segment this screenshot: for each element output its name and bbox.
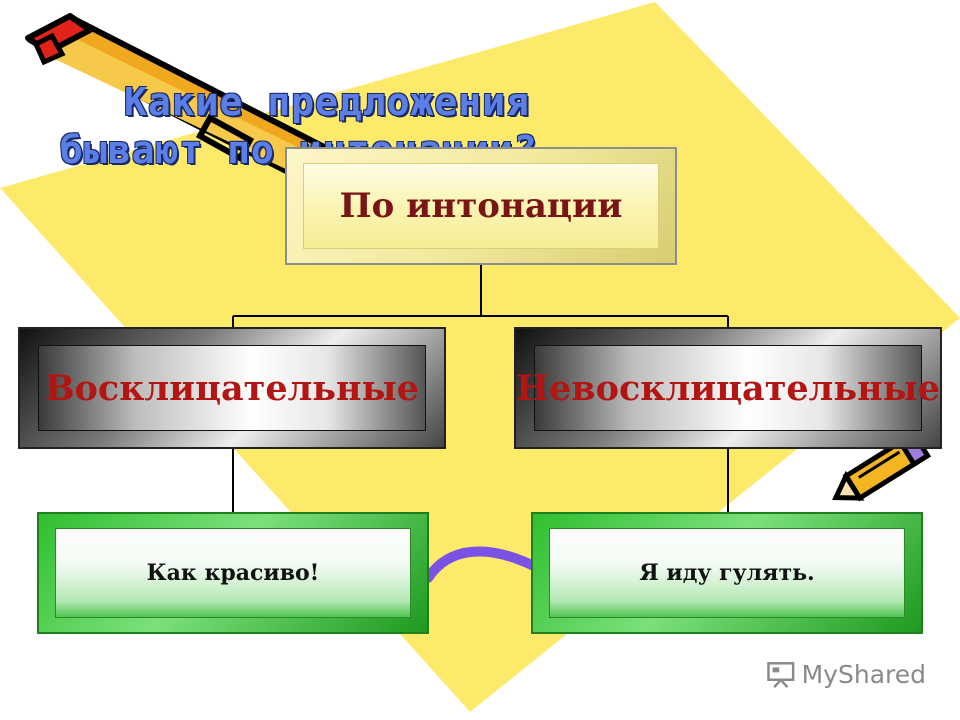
category-node-exclamatory: Восклицательные: [18, 327, 446, 449]
category-node-exclamatory-label: Восклицательные: [44, 367, 420, 409]
category-node-non-exclamatory: Невосклицательные: [514, 327, 942, 449]
example-node-exclamatory-face: [55, 528, 411, 618]
watermark-text: MyShared: [801, 659, 926, 689]
root-node: По интонации: [285, 147, 677, 265]
example-node-non-exclamatory-face: [549, 528, 905, 618]
watermark: MyShared: [766, 654, 926, 694]
example-node-non-exclamatory-label: Я иду гулять.: [639, 560, 815, 586]
purple-curve: [423, 546, 539, 583]
title-line-1: Какие предложения: [124, 80, 530, 124]
root-node-face: [303, 163, 659, 249]
presentation-board-icon: [767, 662, 795, 688]
example-node-exclamatory-label: Как красиво!: [146, 560, 320, 586]
example-node-non-exclamatory: Я иду гулять.: [531, 512, 923, 634]
category-node-non-exclamatory-face: [534, 345, 922, 431]
category-node-non-exclamatory-label: Невосклицательные: [515, 367, 941, 409]
root-node-label: По интонации: [339, 186, 623, 226]
example-node-exclamatory: Как красиво!: [37, 512, 429, 634]
pencil-icon-large: [25, 13, 333, 175]
category-node-exclamatory-face: [38, 345, 426, 431]
